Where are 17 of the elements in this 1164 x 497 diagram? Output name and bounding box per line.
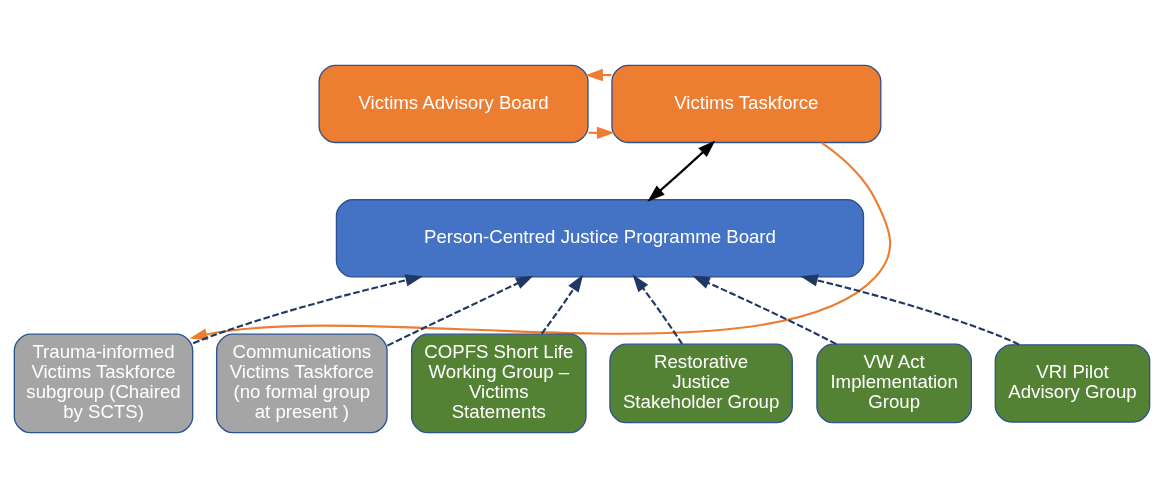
node-box: VRI Pilot Advisory Group xyxy=(994,343,1151,423)
node-box: VW Act Implementation Group xyxy=(816,343,972,423)
arrow xyxy=(647,139,716,202)
arrow xyxy=(189,141,892,340)
node-box: Trauma-informed Victims Taskforce subgroup (Chaired by SCTS) xyxy=(13,333,194,433)
node-box: Person-Centred Justice Programme Board xyxy=(335,198,865,278)
arrow xyxy=(540,273,584,334)
node-box: Victims Advisory Board xyxy=(318,64,589,143)
arrow xyxy=(800,273,1020,346)
node-box: Restorative Justice Stakeholder Group xyxy=(609,343,793,423)
arrow xyxy=(632,274,683,345)
node-box: Victims Taskforce xyxy=(611,64,882,143)
arrow xyxy=(192,273,424,344)
node-box: Communications Victims Taskforce (no formal group at present ) xyxy=(215,333,388,433)
arrow xyxy=(692,275,837,345)
arrow xyxy=(386,275,534,347)
node-box: COPFS Short Life Working Group – Victims Statements xyxy=(410,333,587,433)
